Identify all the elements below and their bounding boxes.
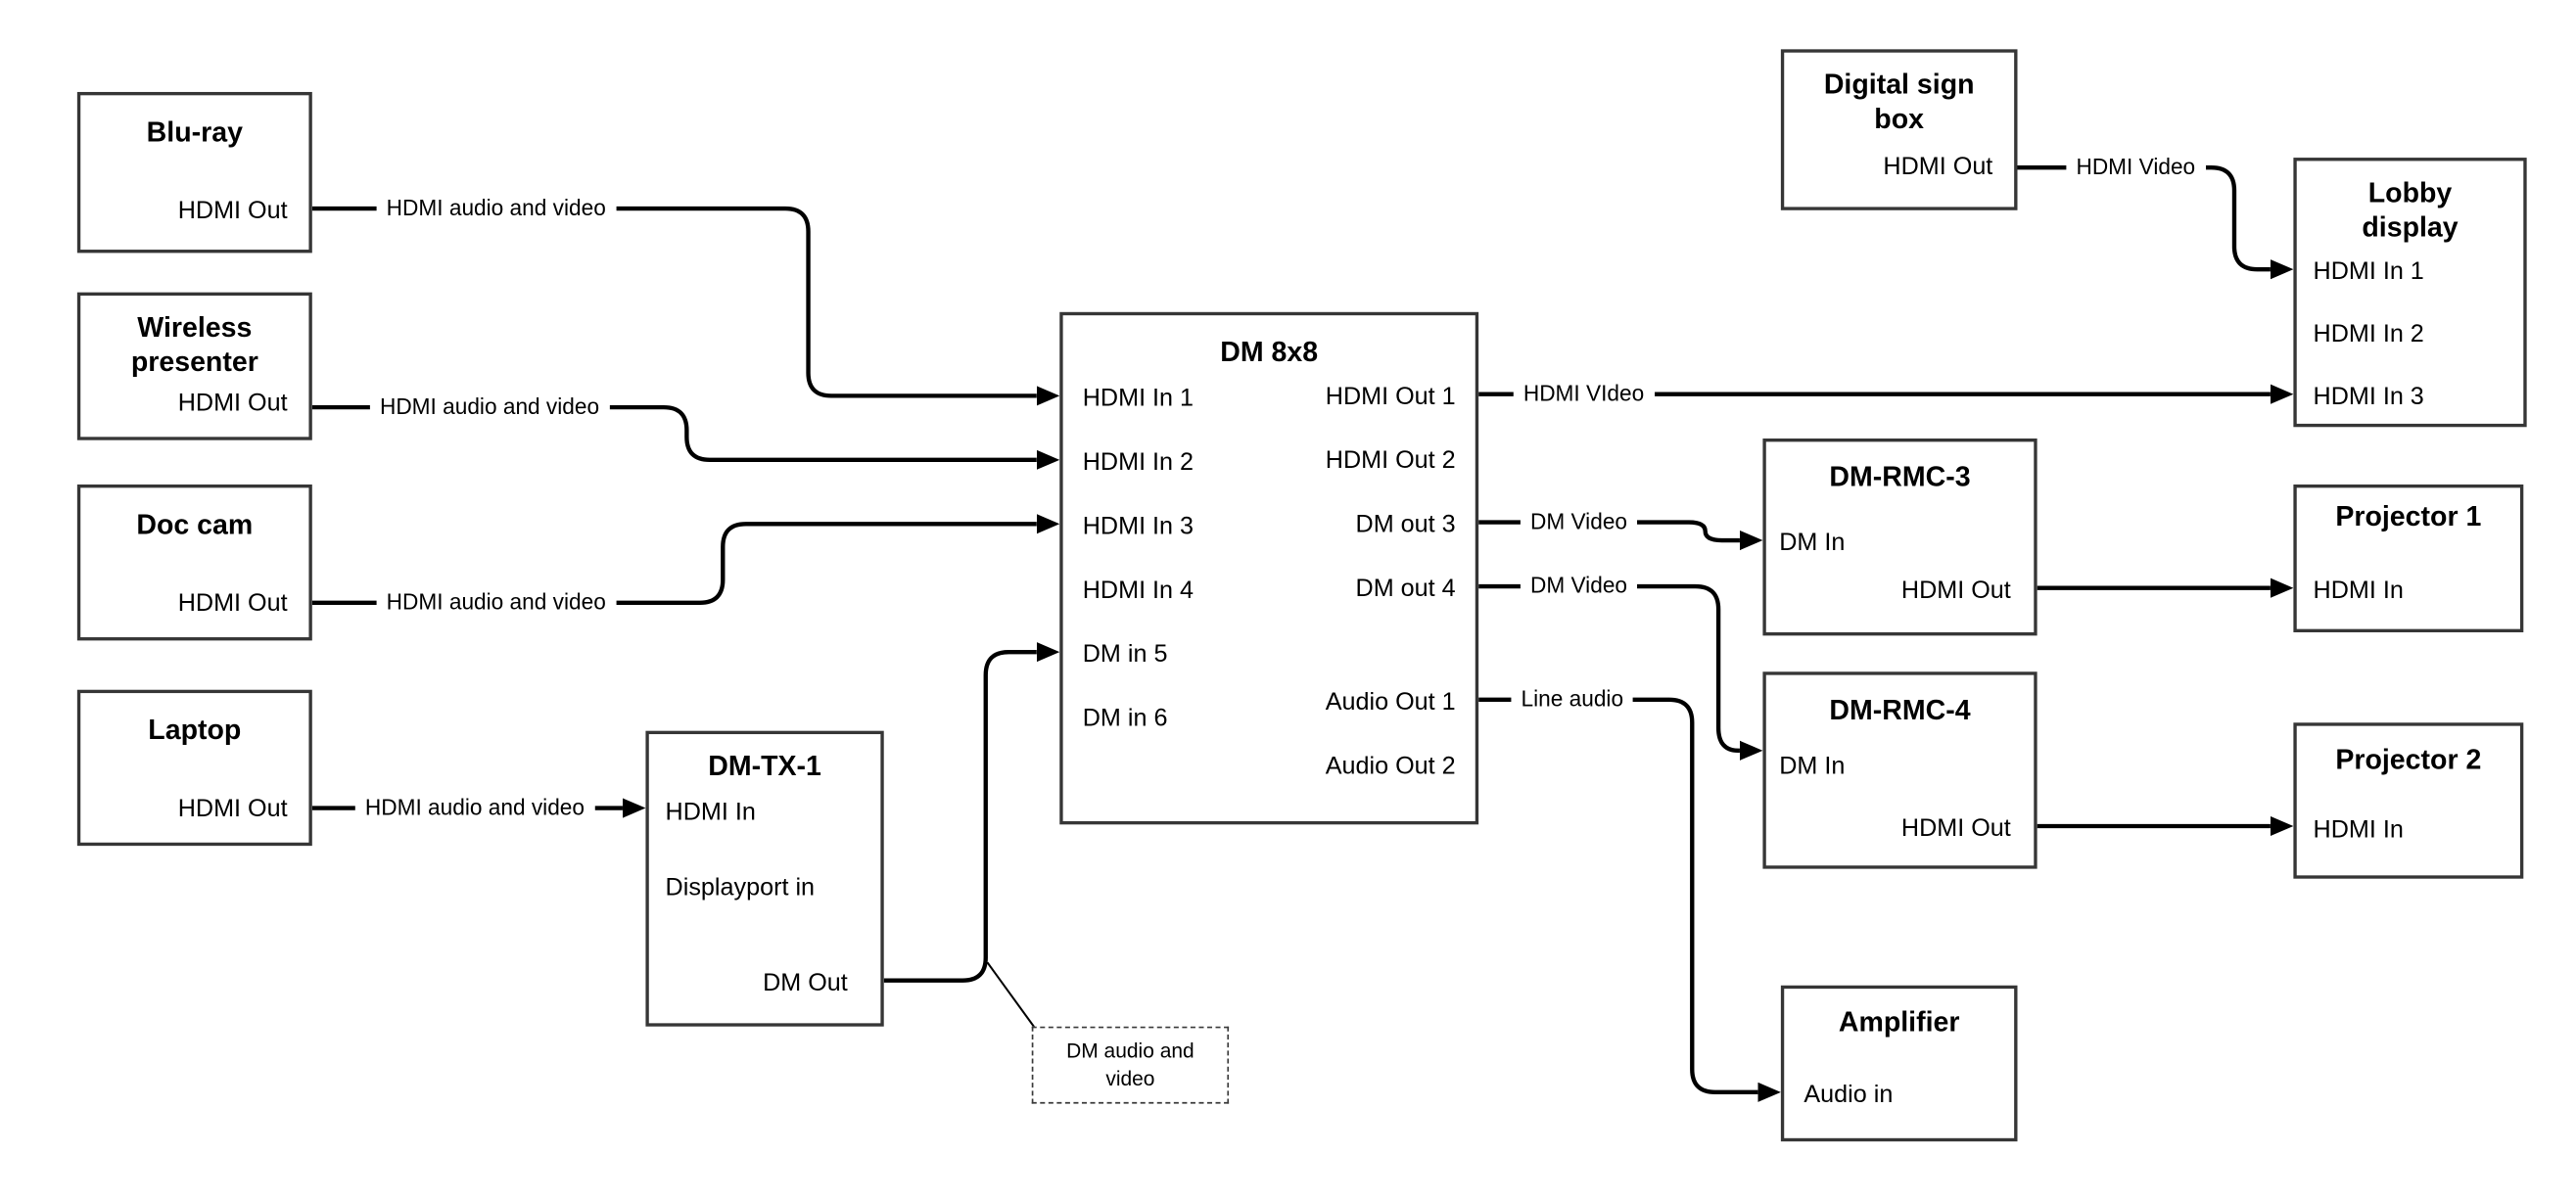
- cable-label-line-audio: Line audio: [1511, 686, 1634, 714]
- cable-label-bluray: HDMI audio and video: [376, 195, 616, 222]
- port-dmrmc3-hdmi-out: HDMI Out: [1900, 576, 2011, 605]
- cable-label-dm-video-out4: DM Video: [1520, 573, 1638, 600]
- port-digitalsign-hdmi-out: HDMI Out: [1883, 153, 1993, 181]
- connector-dmtx1-dmout-to-dm8x8-in5: [883, 642, 1060, 983]
- port-amplifier-audio-in: Audio in: [1803, 1081, 1894, 1109]
- port-dmtx1-dm-out: DM Out: [763, 968, 848, 997]
- port-dm8x8-hdmi-out-1: HDMI Out 1: [1325, 382, 1456, 411]
- port-dmtx1-hdmi-in: HDMI In: [665, 798, 756, 826]
- node-title: Amplifier: [1838, 1006, 1960, 1039]
- port-proj2-hdmi-in: HDMI In: [2313, 815, 2404, 845]
- cable-label-doccam: HDMI audio and video: [376, 589, 616, 617]
- node-lobby-display: Lobby display HDMI In 1 HDMI In 2 HDMI I…: [2293, 158, 2527, 428]
- node-title-line1: Lobby: [2367, 177, 2453, 209]
- node-title: Projector 1: [2335, 500, 2482, 532]
- node-digital-sign-box: Digital sign box HDMI Out: [1780, 49, 2018, 210]
- node-title: DM-RMC-3: [1829, 461, 1971, 493]
- port-lobby-hdmi-in-3: HDMI In 3: [2313, 382, 2424, 411]
- port-dm8x8-hdmi-in-2: HDMI In 2: [1082, 448, 1194, 477]
- port-dmrmc4-hdmi-out: HDMI Out: [1900, 814, 2011, 843]
- node-title-line2: display: [2362, 211, 2459, 244]
- port-dm8x8-audio-out-2: Audio Out 2: [1325, 752, 1456, 781]
- cable-label-laptop: HDMI audio and video: [354, 795, 595, 821]
- node-wireless-presenter: Wireless presenter HDMI Out: [76, 292, 312, 440]
- cable-label-dm-video-out3: DM Video: [1520, 509, 1638, 536]
- port-dmtx1-displayport-in: Displayport in: [665, 873, 816, 902]
- node-doc-cam: Doc cam HDMI Out: [76, 484, 312, 641]
- node-title: Laptop: [148, 714, 242, 746]
- node-title: Projector 2: [2335, 744, 2482, 775]
- node-amplifier: Amplifier Audio in: [1780, 985, 2018, 1142]
- port-dm8x8-dm-out-4: DM out 4: [1355, 575, 1456, 603]
- port-dmrmc4-dm-in: DM In: [1779, 752, 1846, 781]
- callout-leader-line: [986, 961, 1036, 1029]
- callout-line2: video: [1105, 1067, 1155, 1091]
- connector-dm8x8-dmout3-to-dmrmc3: [1478, 520, 1763, 551]
- node-title-line1: Wireless: [137, 311, 253, 344]
- callout-line1: DM audio and: [1066, 1039, 1194, 1063]
- node-title-line1: Digital sign: [1823, 69, 1975, 101]
- port-dm8x8-hdmi-in-1: HDMI In 1: [1082, 384, 1194, 413]
- node-title: Blu-ray: [146, 116, 243, 149]
- port-dm8x8-dm-in-6: DM in 6: [1082, 704, 1168, 733]
- node-title: Digital sign box: [1784, 68, 2014, 136]
- node-title: Lobby display: [2297, 176, 2524, 245]
- node-title: DM-RMC-4: [1829, 694, 1971, 726]
- node-title: DM 8x8: [1220, 336, 1319, 368]
- node-dm-8x8: DM 8x8 HDMI In 1 HDMI In 2 HDMI In 3 HDM…: [1059, 311, 1479, 825]
- port-dm8x8-hdmi-in-3: HDMI In 3: [1082, 512, 1194, 541]
- port-doccam-hdmi-out: HDMI Out: [177, 589, 288, 618]
- port-bluray-hdmi-out: HDMI Out: [177, 197, 288, 225]
- cable-label-hdmi-video-out1: HDMI VIdeo: [1513, 381, 1655, 408]
- node-laptop: Laptop HDMI Out: [76, 689, 312, 847]
- connector-doccam-to-dm8x8-in3: [311, 514, 1060, 605]
- node-title-line2: box: [1874, 103, 1925, 135]
- port-dm8x8-hdmi-out-2: HDMI Out 2: [1325, 446, 1456, 475]
- port-dm8x8-dm-out-3: DM out 3: [1355, 510, 1456, 539]
- node-title-line2: presenter: [130, 346, 258, 378]
- port-proj1-hdmi-in: HDMI In: [2313, 576, 2404, 605]
- connector-dm8x8-dmout4-to-dmrmc4: [1478, 583, 1763, 761]
- connector-digitalsign-to-lobby-in1: [2017, 164, 2294, 280]
- port-laptop-hdmi-out: HDMI Out: [177, 795, 288, 823]
- cable-label-sign-hdmi-video: HDMI Video: [2066, 154, 2206, 181]
- port-dm8x8-dm-in-5: DM in 5: [1082, 640, 1168, 669]
- node-dm-rmc-3: DM-RMC-3 DM In HDMI Out: [1762, 439, 2037, 636]
- port-lobby-hdmi-in-2: HDMI In 2: [2313, 320, 2424, 348]
- cable-label-wireless: HDMI audio and video: [369, 393, 610, 421]
- port-dm8x8-hdmi-in-4: HDMI In 4: [1082, 576, 1194, 605]
- port-wireless-hdmi-out: HDMI Out: [177, 389, 288, 418]
- node-projector-1: Projector 1 HDMI In: [2293, 484, 2524, 633]
- node-title: Wireless presenter: [80, 310, 308, 379]
- connector-bluray-to-dm8x8-in1: [311, 206, 1060, 406]
- port-dm8x8-audio-out-1: Audio Out 1: [1325, 688, 1456, 716]
- port-dmrmc3-dm-in: DM In: [1779, 529, 1846, 557]
- connector-dm8x8-audio1-to-amplifier: [1478, 697, 1781, 1102]
- node-dm-rmc-4: DM-RMC-4 DM In HDMI Out: [1762, 671, 2037, 869]
- node-title: DM-TX-1: [708, 750, 821, 782]
- node-bluray: Blu-ray HDMI Out: [76, 91, 312, 254]
- callout-dm-audio-and-video: DM audio and video: [1031, 1026, 1230, 1104]
- node-dm-tx-1: DM-TX-1 HDMI In Displayport in DM Out: [645, 730, 884, 1027]
- connector-wireless-to-dm8x8-in2: [311, 404, 1060, 470]
- node-title: Doc cam: [136, 509, 254, 541]
- node-projector-2: Projector 2 HDMI In: [2293, 722, 2524, 879]
- port-lobby-hdmi-in-1: HDMI In 1: [2313, 257, 2424, 286]
